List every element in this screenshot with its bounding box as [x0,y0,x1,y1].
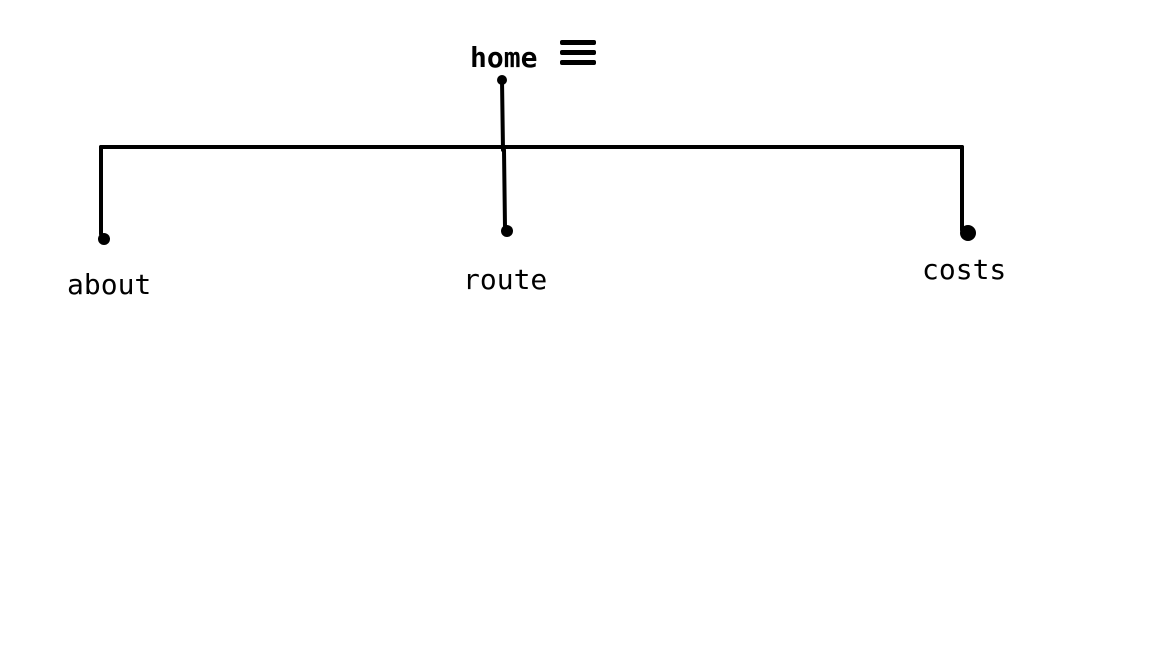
route-node-dot [501,225,513,237]
about-node[interactable]: about [67,268,152,301]
root-node-dot [497,75,507,85]
costs-node-dot [960,225,976,241]
root-connector [500,78,505,152]
home-node[interactable]: home [470,41,538,74]
route-node[interactable]: route [463,263,548,296]
route-connector [502,148,507,230]
about-node-dot [98,233,110,245]
hamburger-menu-icon[interactable] [560,40,596,68]
costs-node[interactable]: costs [922,253,1007,286]
